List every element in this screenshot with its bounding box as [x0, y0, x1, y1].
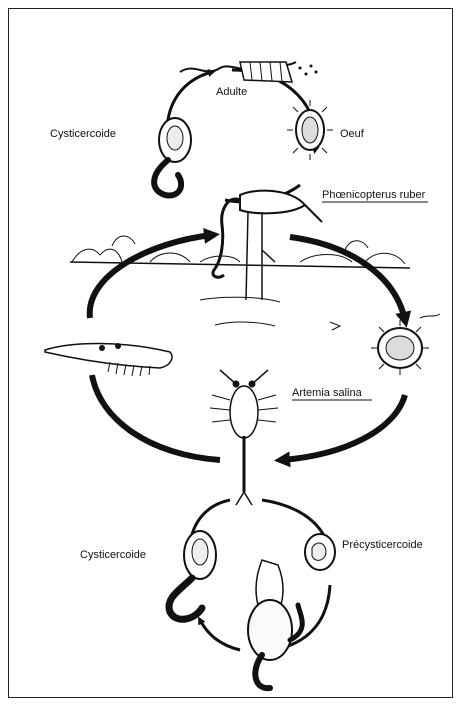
egg-illustration-top [287, 100, 333, 160]
cysticercoid-label-bottom: Cysticercoide [80, 549, 146, 561]
adult-label: Adulte [216, 86, 247, 98]
adult-tapeworm-illustration [180, 62, 318, 82]
precysticercoid-label: Précysticercoide [342, 539, 423, 551]
flamingo-illustration [213, 191, 322, 300]
egg-illustration-middle [371, 320, 429, 375]
cysticercoid-label-top: Cysticercoide [50, 128, 116, 140]
flamingo-species-label: Phœnicopterus ruber [322, 189, 426, 201]
developing-larva-illustration [248, 560, 302, 688]
cysticercoid-illustration-bottom [169, 531, 216, 619]
egg-label: Oeuf [340, 128, 365, 140]
cysticercoid-illustration-top [154, 118, 191, 195]
brine-shrimp-species-label: Artemia salina [292, 387, 363, 399]
artemia-top-illustration [210, 370, 278, 505]
precysticercoid-illustration [305, 534, 335, 570]
artemia-side-illustration [45, 343, 172, 376]
